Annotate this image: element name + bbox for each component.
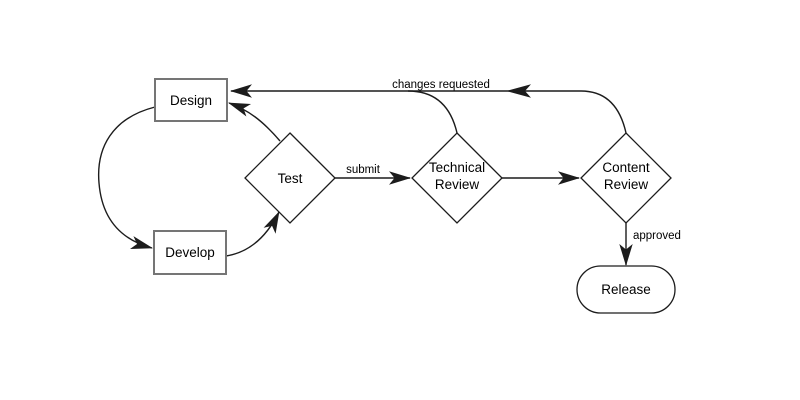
- design-label: Design: [170, 93, 212, 108]
- content-review-label-line2: Review: [604, 177, 649, 192]
- release-stadium: [576, 265, 676, 314]
- edge-label-submit: submit: [346, 164, 381, 176]
- node-technical-review: Technical Review: [411, 132, 503, 224]
- edge-technical-review-to-design: [407, 90, 458, 134]
- technical-review-label-line2: Review: [435, 177, 480, 192]
- edge-label-changes-requested: changes requested: [392, 79, 490, 91]
- test-label: Test: [278, 171, 303, 186]
- node-design: Design: [154, 78, 228, 122]
- technical-review-label-line1: Technical: [429, 160, 485, 175]
- node-develop: Develop: [153, 230, 227, 275]
- edge-design-to-develop: [97, 106, 156, 250]
- technical-review-diamond: [411, 132, 503, 224]
- design-box: [154, 78, 228, 122]
- release-label: Release: [601, 282, 651, 297]
- edge-develop-to-test: [225, 211, 280, 257]
- develop-box: [153, 230, 227, 275]
- develop-label: Develop: [165, 245, 215, 260]
- content-review-diamond: [580, 132, 672, 224]
- edge-test-to-design: [228, 102, 281, 142]
- node-release: Release: [576, 265, 676, 314]
- mid-line-arrowhead-icon: [506, 84, 531, 98]
- content-review-label-line1: Content: [602, 160, 650, 175]
- edge-label-approved: approved: [633, 230, 681, 242]
- node-content-review: Content Review: [580, 132, 672, 224]
- test-diamond: [244, 132, 336, 224]
- edge-content-review-to-design: [230, 84, 627, 134]
- node-test: Test: [244, 132, 336, 224]
